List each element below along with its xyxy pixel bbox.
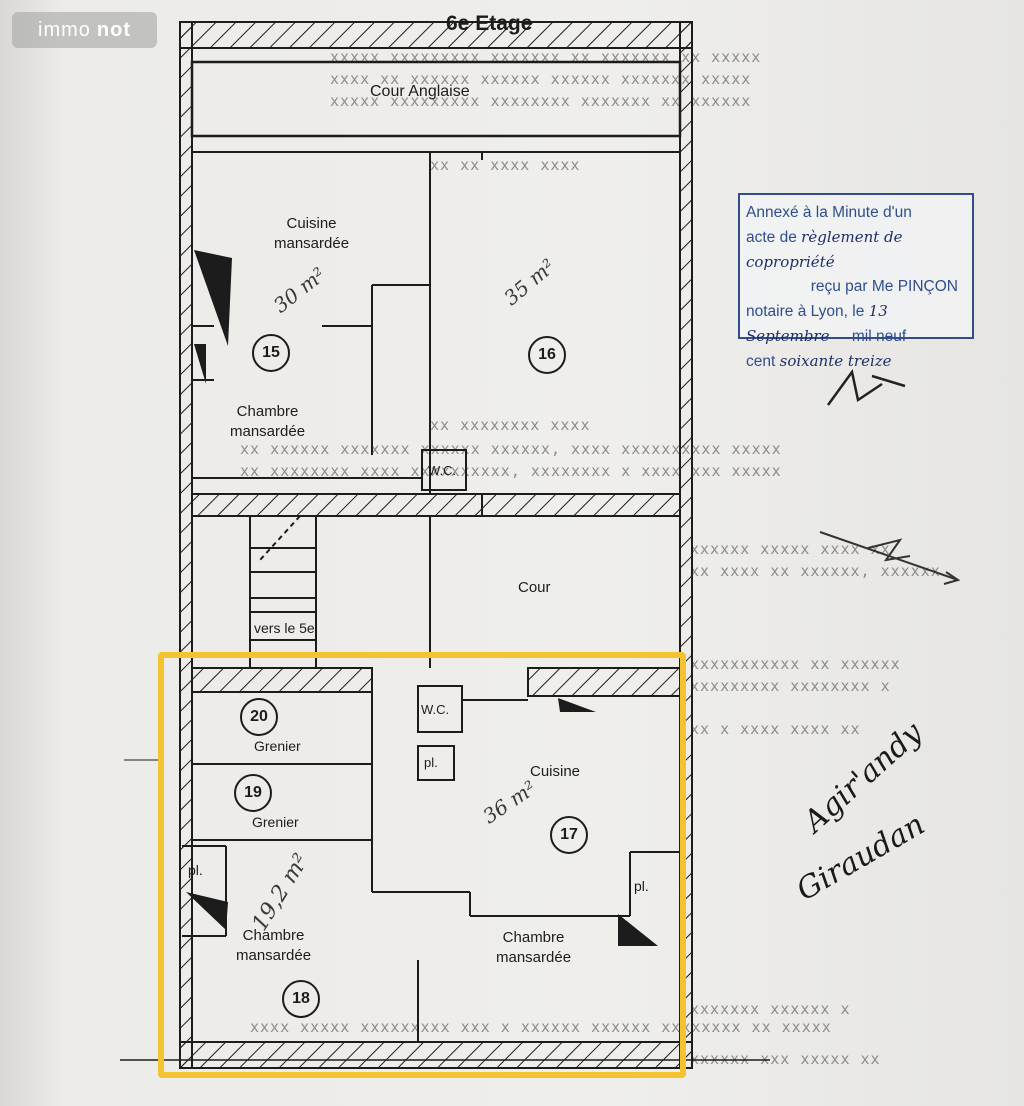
room-cour: Cour [518, 579, 551, 596]
room-wc-upper: W.C. [428, 463, 457, 478]
arrow-mark [819, 531, 961, 585]
room-grenier-19: Grenier [252, 814, 299, 830]
lot-number-16: 16 [528, 336, 566, 374]
highlight-frame [158, 652, 686, 1078]
room-grenier-20: Grenier [254, 738, 301, 754]
dormer-markers [186, 250, 658, 946]
lot-number-18: 18 [282, 980, 320, 1018]
logo-part-1: immo [38, 18, 91, 41]
room-chambre-15: Chambre mansardée [230, 403, 306, 440]
logo-part-2: not [96, 18, 131, 41]
stamp-line-1: Annexé à la Minute d'un [746, 204, 912, 221]
lot-number-15: 15 [252, 334, 290, 372]
lot-number-19: 19 [234, 774, 272, 812]
stamp-line-3: reçu par Me PINÇON [810, 278, 958, 295]
lot-number-20: 20 [240, 698, 278, 736]
lot-number-17: 17 [550, 816, 588, 854]
closet-pl-center: pl. [424, 755, 438, 770]
stamp-line-4: notaire à Lyon, le 13 [746, 302, 888, 320]
room-chambre-17: Chambre mansardée [496, 929, 572, 966]
stamp-line-2: acte de règlement de copropriété [746, 228, 903, 271]
plan-title: 6e Etage [446, 12, 533, 35]
room-chambre-18: Chambre mansardée [236, 927, 312, 964]
hatched-walls [179, 21, 693, 1069]
stairs-vers-5e: vers le 5e [254, 620, 315, 636]
room-wc-lower: W.C. [421, 702, 450, 717]
room-cuisine-17: Cuisine [530, 763, 581, 780]
initials-mark [826, 369, 906, 406]
closet-pl-right: pl. [634, 878, 649, 894]
stamp-line-6: cent soixante treize [746, 352, 892, 370]
closet-pl-left: pl. [188, 862, 203, 878]
notary-stamp: Annexé à la Minute d'un acte de règlemen… [738, 193, 974, 370]
room-cuisine-15: Cuisine mansardée [274, 215, 350, 252]
room-cour-anglaise: Cour Anglaise [370, 83, 470, 100]
stamp-line-5: Septembre mil neuf [746, 327, 907, 345]
